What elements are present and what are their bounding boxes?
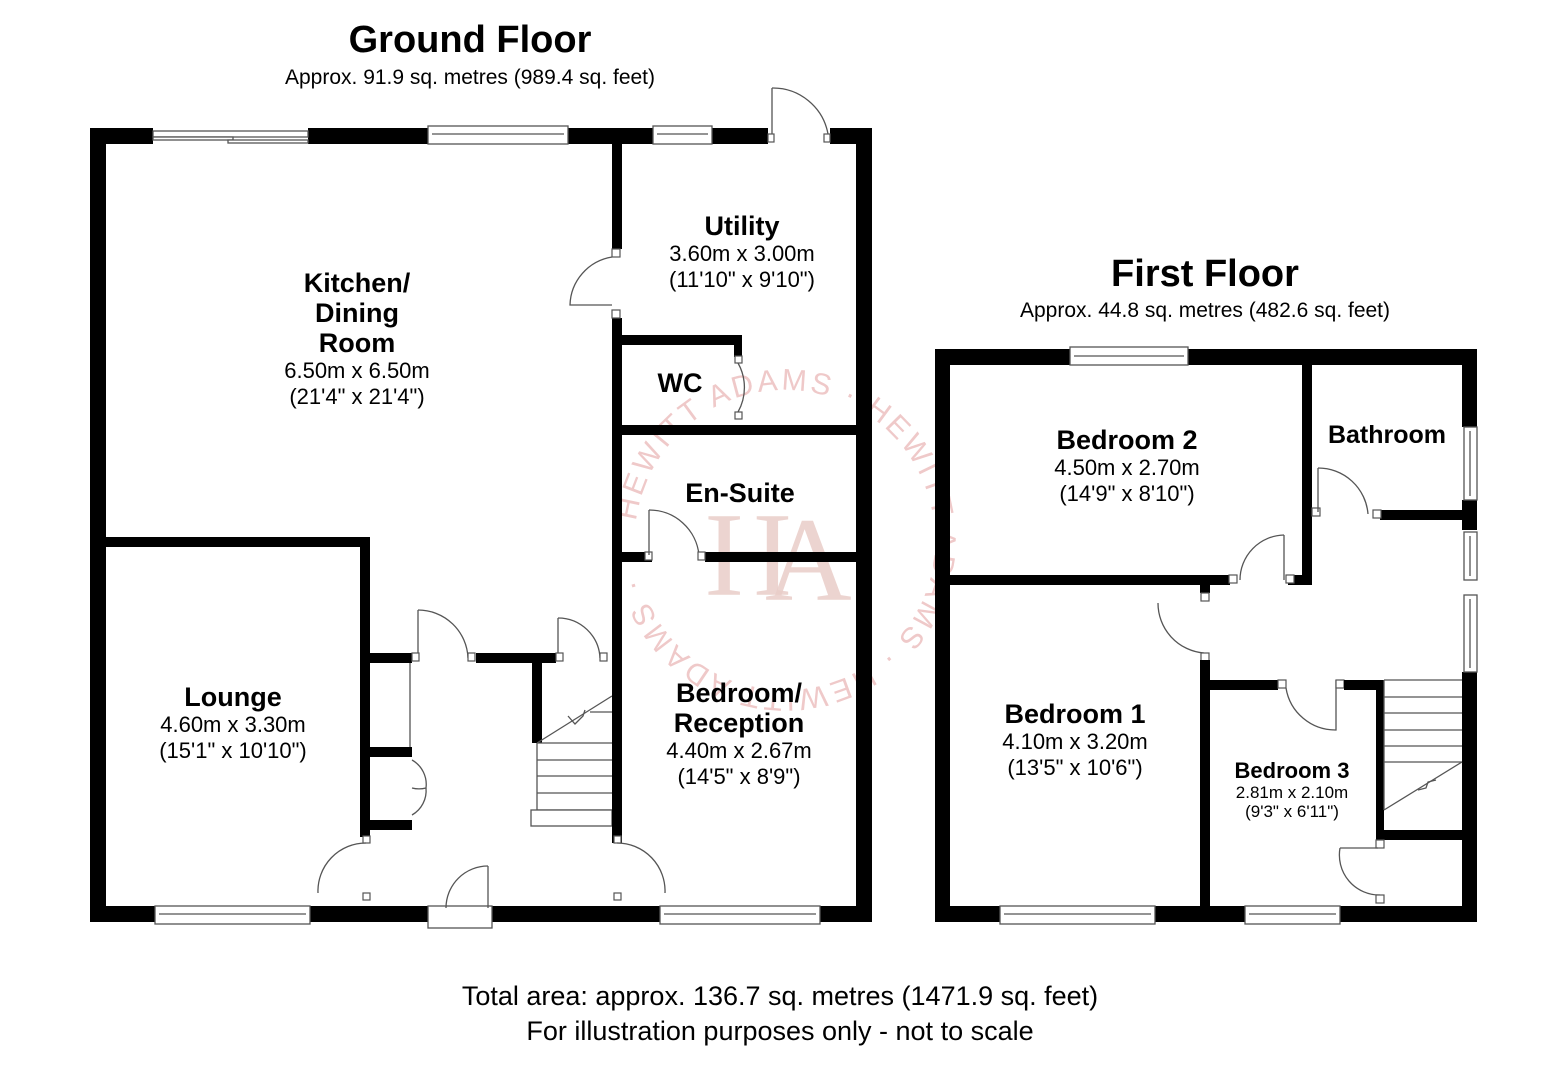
ground-floor-title: Ground Floor (348, 19, 592, 61)
staircase (530, 695, 613, 827)
room-metric: 6.50m x 6.50m (284, 358, 430, 383)
room-name: Dining (315, 298, 399, 328)
room-name: Room (318, 328, 396, 358)
room-name: Bedroom/ (675, 678, 802, 708)
room-imperial: (11'10" x 9'10") (669, 267, 815, 292)
ground-floor-plan (90, 87, 872, 929)
room-name: Bathroom (1327, 421, 1447, 449)
total-area: Total area: approx. 136.7 sq. metres (14… (461, 981, 1099, 1011)
room-name: WC (657, 368, 703, 398)
room-imperial: (15'1" x 10'10") (159, 738, 307, 763)
room-metric: 2.81m x 2.10m (1235, 783, 1349, 802)
room-lounge: Lounge 4.60m x 3.30m (15'1" x 10'10") (110, 682, 356, 764)
room-kitchen-dining: Kitchen/ Dining Room 6.50m x 6.50m (21'4… (232, 268, 482, 410)
room-bedroom-3: Bedroom 3 2.81m x 2.10m (9'3" x 6'11") (1212, 758, 1372, 821)
room-name: Reception (673, 708, 805, 738)
room-name: Lounge (184, 682, 282, 712)
watermark-logo: H A HEWITT ADAMS · HEWITT ADAMS · HEWITT… (610, 363, 958, 716)
room-metric: 3.60m x 3.00m (669, 241, 815, 266)
room-imperial: (14'9" x 8'10") (1059, 481, 1195, 506)
room-name: En-Suite (685, 478, 795, 508)
room-metric: 4.50m x 2.70m (1054, 455, 1200, 480)
staircase (1383, 679, 1463, 811)
first-floor-plan (935, 346, 1478, 925)
room-bedroom-1: Bedroom 1 4.10m x 3.20m (13'5" x 10'6") (955, 699, 1195, 781)
first-floor-area: Approx. 44.8 sq. metres (482.6 sq. feet) (1019, 299, 1391, 322)
first-floor-title: First Floor (1111, 253, 1299, 295)
room-bedroom-reception: Bedroom/ Reception 4.40m x 2.67m (14'5" … (622, 678, 856, 790)
room-utility: Utility 3.60m x 3.00m (11'10" x 9'10") (622, 211, 862, 293)
ground-floor-area: Approx. 91.9 sq. metres (989.4 sq. feet) (284, 66, 656, 89)
room-en-suite: En-Suite (650, 478, 830, 508)
room-imperial: (9'3" x 6'11") (1245, 802, 1339, 821)
room-metric: 4.60m x 3.30m (160, 712, 306, 737)
room-name: Utility (704, 211, 780, 241)
room-name: Bedroom 1 (1004, 699, 1146, 729)
room-metric: 4.40m x 2.67m (666, 738, 812, 763)
room-metric: 4.10m x 3.20m (1002, 729, 1148, 754)
room-bathroom: Bathroom (1312, 420, 1462, 450)
room-wc: WC (640, 368, 720, 398)
room-imperial: (13'5" x 10'6") (1007, 755, 1143, 780)
disclaimer: For illustration purposes only - not to … (526, 1016, 1034, 1046)
room-bedroom-2: Bedroom 2 4.50m x 2.70m (14'9" x 8'10") (1000, 425, 1254, 507)
room-name: Kitchen/ (303, 268, 411, 298)
room-name: Bedroom 2 (1056, 425, 1198, 455)
room-imperial: (14'5" x 8'9") (677, 764, 801, 789)
room-name: Bedroom 3 (1234, 758, 1350, 783)
room-imperial: (21'4" x 21'4") (289, 384, 425, 409)
